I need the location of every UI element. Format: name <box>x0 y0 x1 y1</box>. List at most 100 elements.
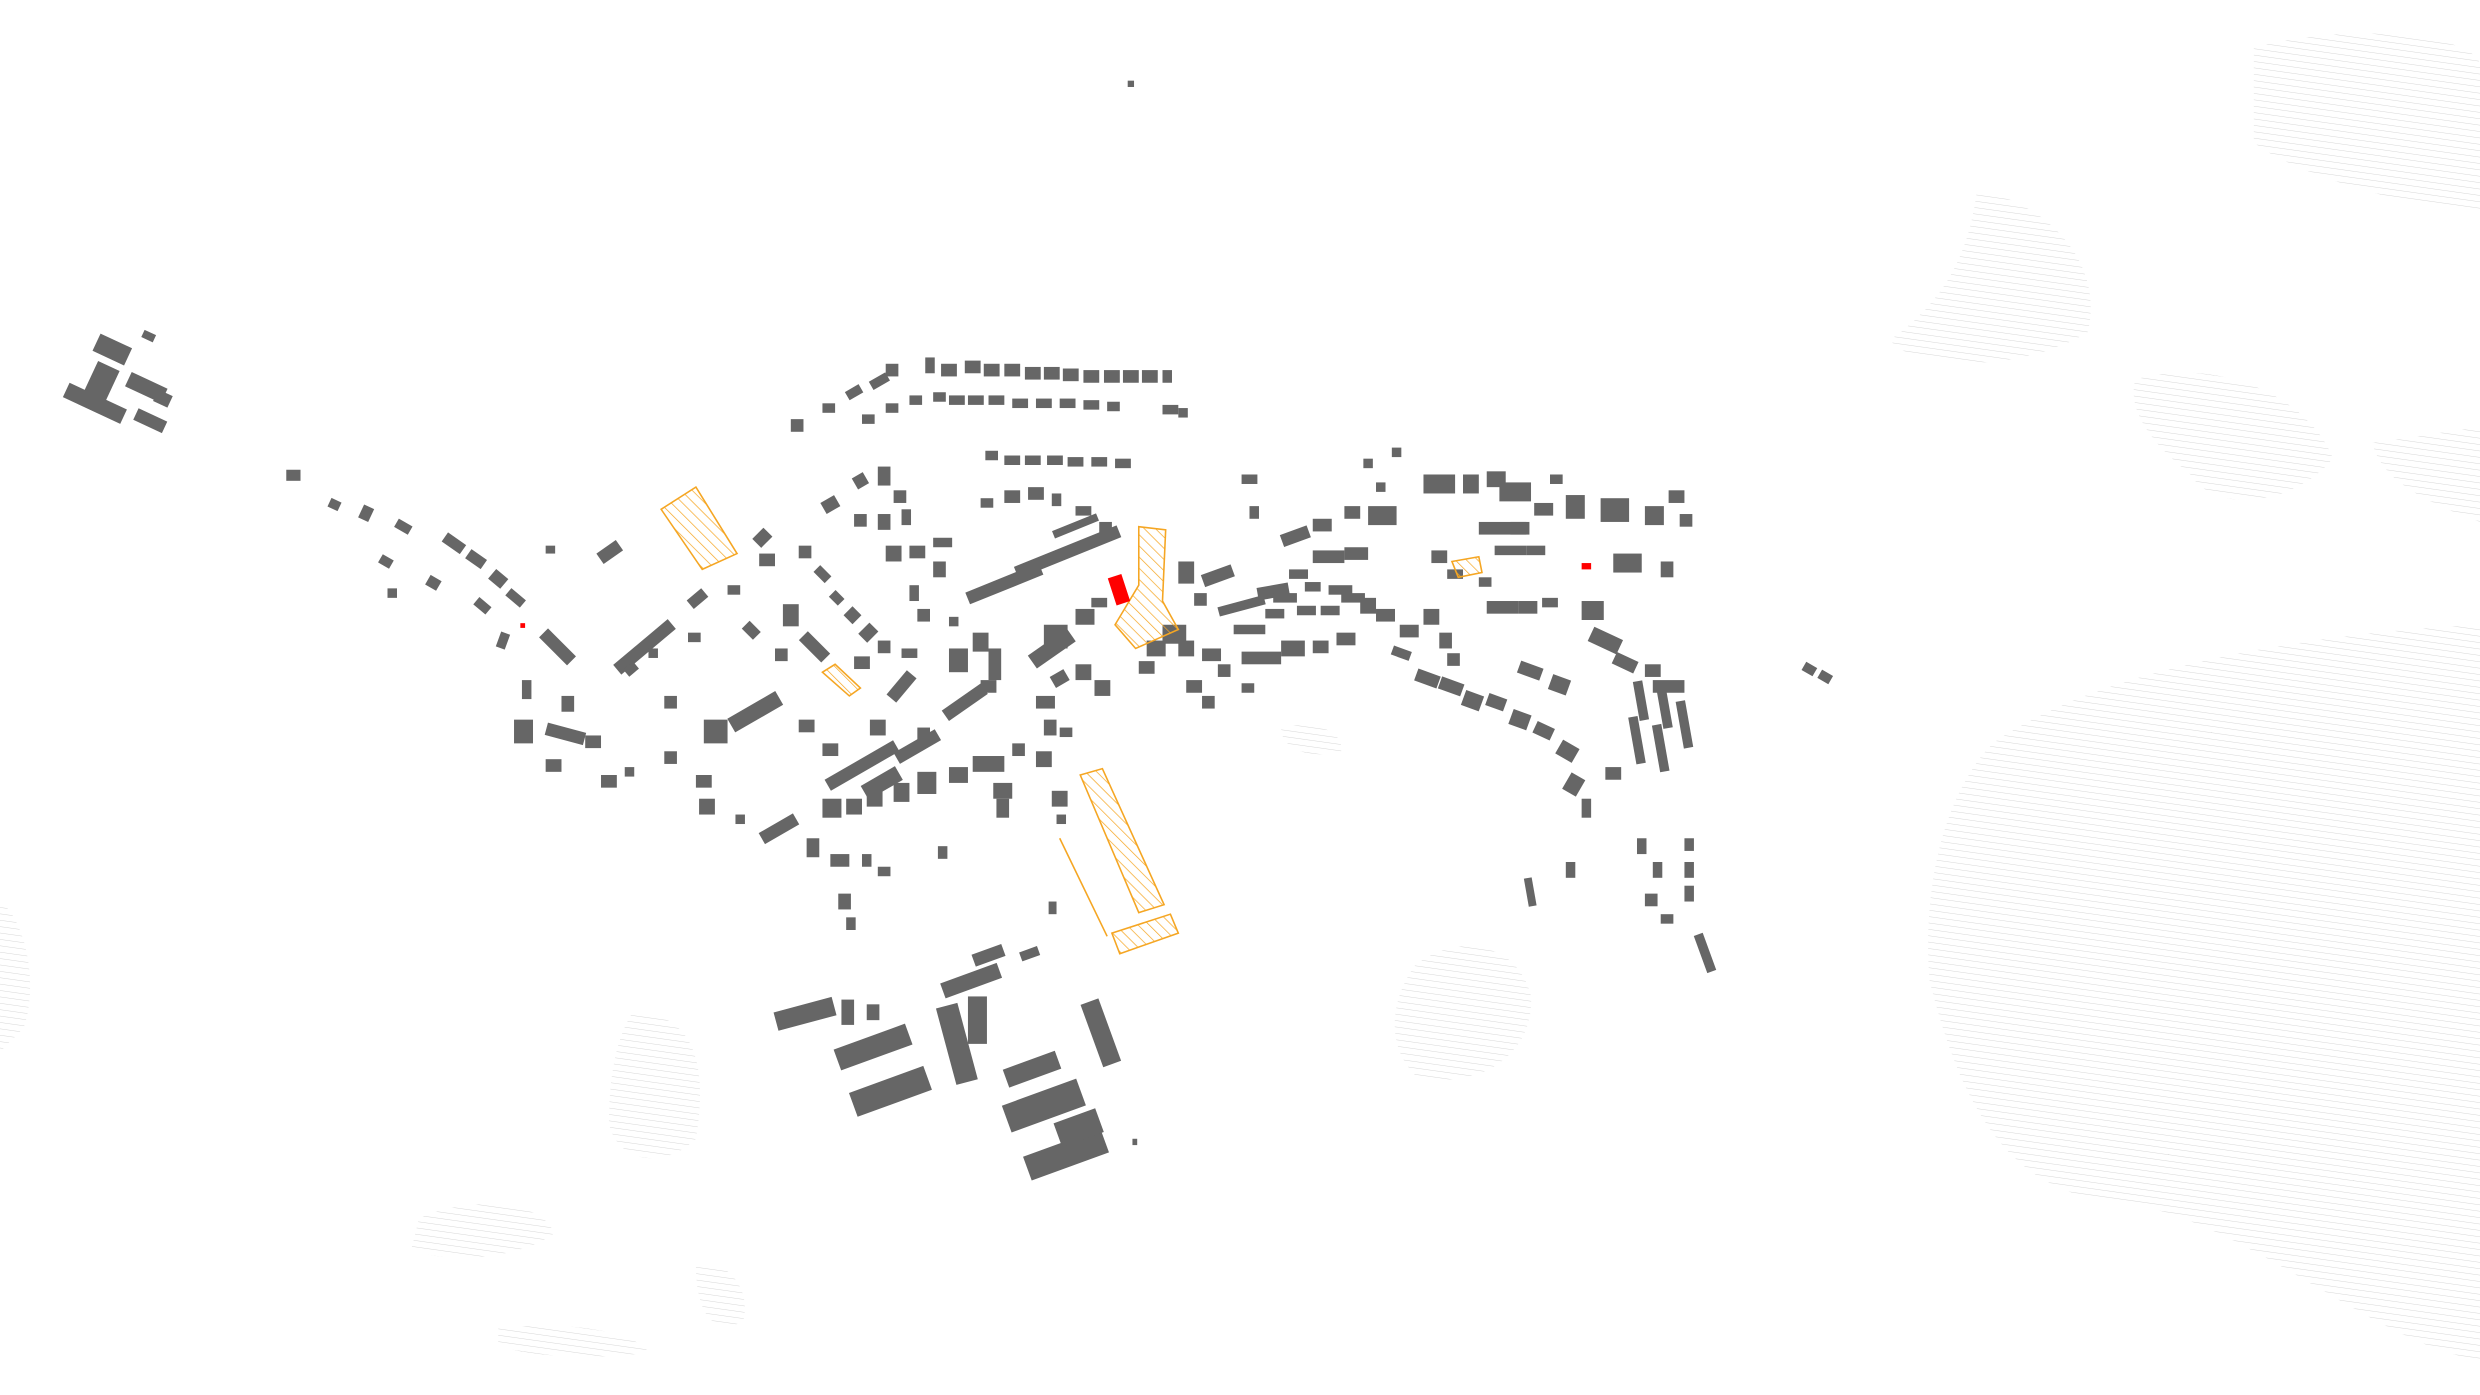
building <box>1636 838 1647 855</box>
building <box>727 585 741 595</box>
building <box>1115 458 1131 469</box>
building <box>1273 593 1297 603</box>
building <box>988 395 1005 405</box>
building <box>624 767 635 777</box>
building <box>1035 751 1052 768</box>
terrain-hatch-area <box>1281 724 1342 755</box>
building <box>868 372 890 391</box>
building <box>933 537 953 548</box>
building <box>820 495 841 514</box>
project-area <box>1114 525 1180 650</box>
building <box>601 775 617 788</box>
building <box>971 943 1006 967</box>
building <box>1391 447 1402 458</box>
building <box>833 1023 913 1071</box>
building <box>664 751 677 764</box>
building <box>877 466 891 486</box>
building <box>1075 506 1092 516</box>
building <box>1186 680 1203 693</box>
terrain-hatch-area <box>498 1325 649 1357</box>
building <box>851 472 870 490</box>
building <box>993 782 1013 799</box>
building <box>1091 457 1108 467</box>
terrain-hatch-area <box>1890 189 2091 363</box>
building <box>885 545 902 562</box>
building <box>1613 553 1642 573</box>
building <box>806 838 820 858</box>
building <box>1075 608 1095 625</box>
building <box>1056 814 1067 825</box>
building <box>1053 1108 1104 1148</box>
building <box>866 787 883 807</box>
buildings-layer <box>62 80 1834 1181</box>
building <box>1368 506 1397 526</box>
building <box>1478 577 1492 587</box>
project-area <box>1110 913 1180 955</box>
building <box>545 545 556 554</box>
building <box>1004 490 1021 503</box>
building <box>1004 455 1021 465</box>
building <box>1024 366 1041 380</box>
building <box>1028 487 1044 500</box>
building <box>1376 608 1395 622</box>
building <box>790 419 804 432</box>
building <box>78 360 120 415</box>
building <box>545 759 562 772</box>
building <box>822 798 842 818</box>
building <box>1138 661 1155 674</box>
building <box>886 670 917 703</box>
building <box>1233 624 1266 635</box>
building <box>813 565 832 584</box>
building <box>885 403 899 413</box>
building <box>1103 370 1120 383</box>
building <box>488 568 509 589</box>
building <box>798 545 812 559</box>
building <box>153 389 173 408</box>
project-area <box>1450 555 1483 579</box>
building <box>1336 632 1356 646</box>
building <box>798 719 815 733</box>
building <box>798 631 831 663</box>
building <box>972 756 1005 772</box>
building <box>387 588 397 598</box>
building <box>841 999 855 1025</box>
building <box>1463 474 1479 494</box>
building <box>1644 893 1658 907</box>
building <box>1094 680 1111 696</box>
highlighted-building <box>1107 573 1131 606</box>
building <box>1360 597 1377 614</box>
building <box>286 469 301 481</box>
building <box>1217 595 1266 617</box>
building <box>1178 561 1195 584</box>
building <box>822 403 836 413</box>
building <box>1019 946 1041 962</box>
building <box>1062 368 1079 382</box>
building <box>1012 743 1025 757</box>
building <box>1296 605 1316 616</box>
building <box>1523 877 1537 907</box>
highlighted-building <box>1581 563 1592 570</box>
building <box>1550 474 1563 484</box>
project-boundary-line <box>1058 837 1108 937</box>
building <box>613 619 676 675</box>
building <box>1555 739 1580 763</box>
building <box>1202 648 1222 662</box>
building <box>941 683 988 722</box>
building <box>1049 669 1070 688</box>
building <box>1279 525 1311 547</box>
building <box>688 632 701 643</box>
building <box>1587 626 1624 655</box>
building <box>948 616 959 627</box>
building <box>1304 582 1321 592</box>
building <box>727 691 784 733</box>
building <box>425 574 442 591</box>
building <box>133 408 168 434</box>
building <box>1328 585 1353 595</box>
building <box>1516 660 1544 681</box>
building <box>854 514 867 527</box>
terrain-hatch-area <box>1928 624 2480 1361</box>
building <box>1817 669 1834 685</box>
building <box>1141 370 1158 383</box>
highlighted-building <box>520 623 526 628</box>
